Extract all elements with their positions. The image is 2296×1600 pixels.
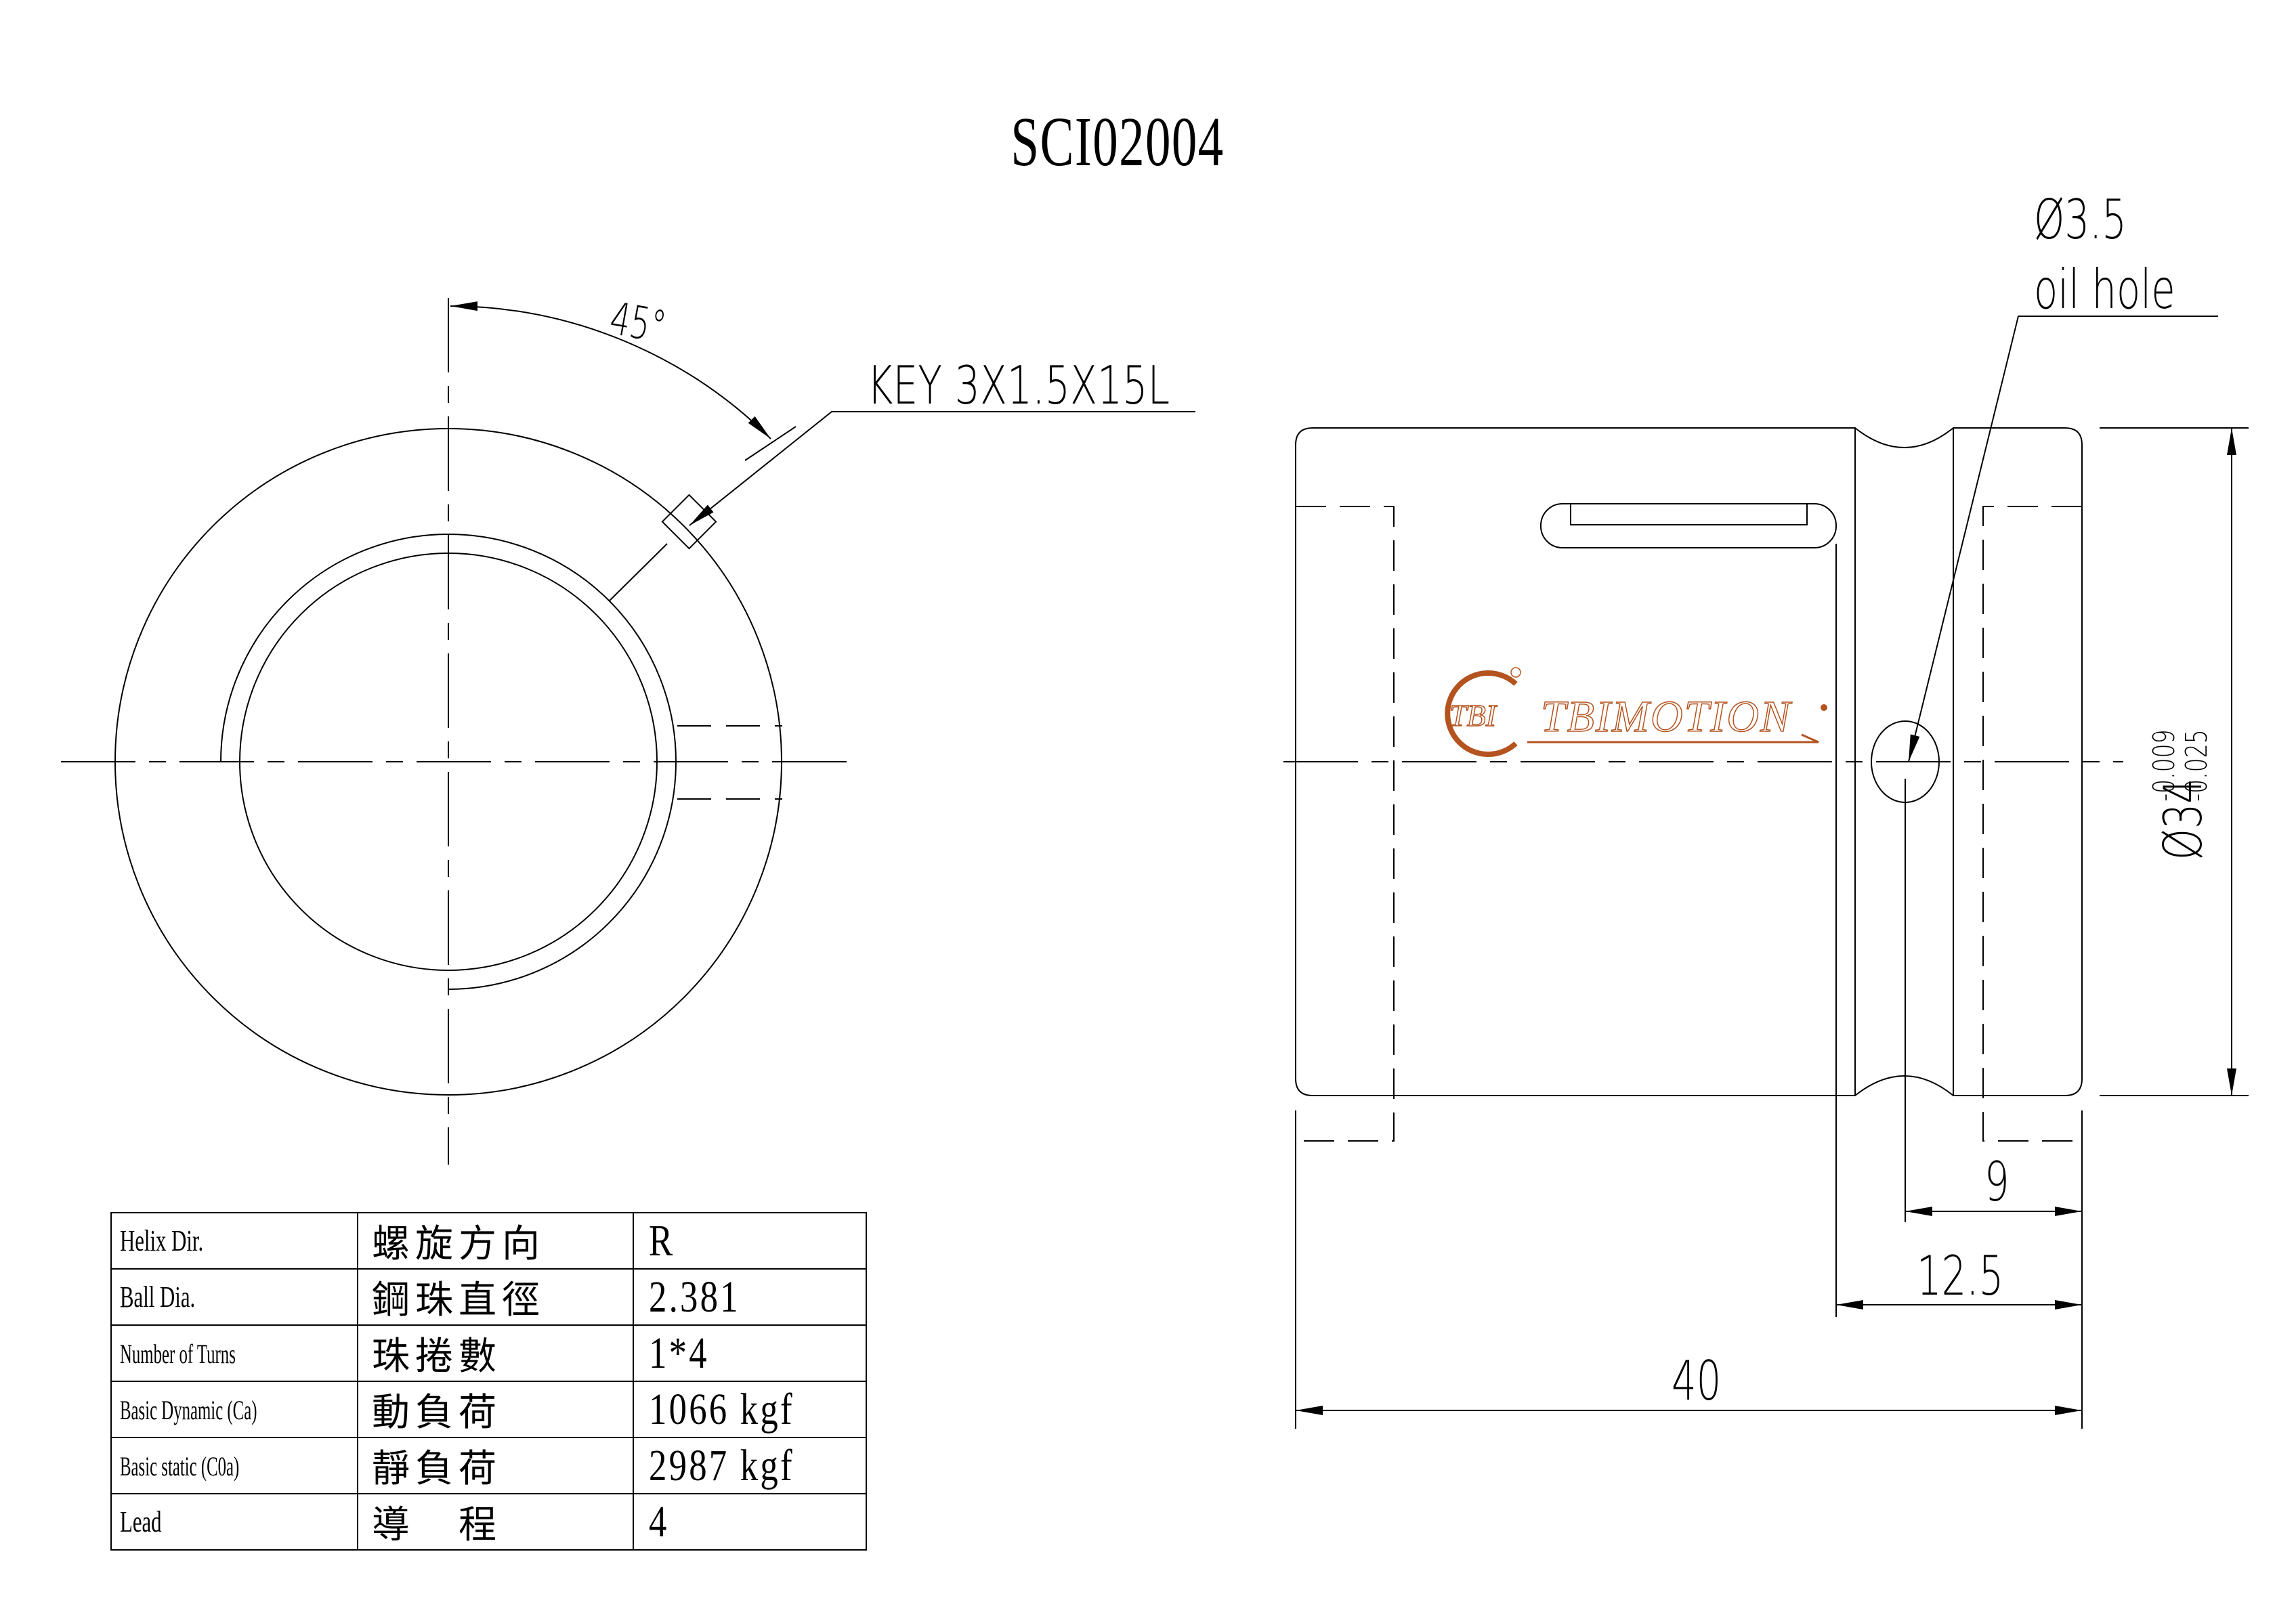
spec-label-en: Lead <box>120 1505 162 1538</box>
table-row: Basic static (C0a) 靜負荷 2987 kgf <box>110 1437 867 1494</box>
angle-label: 45° <box>606 293 670 353</box>
table-row: Ball Dia. 鋼珠直徑 2.381 <box>110 1268 867 1326</box>
key-leader <box>689 411 1195 526</box>
key-label: KEY 3X1.5X15L <box>867 355 1170 417</box>
logo-c-icon <box>1445 670 1518 757</box>
dim-12-5-label: 12.5 <box>1917 1245 2003 1308</box>
spec-label-zh: 靜負荷 <box>357 1437 634 1494</box>
spec-label-en: Basic Dynamic (Ca) <box>120 1395 257 1425</box>
spec-value: R <box>649 1215 675 1266</box>
table-row: Lead 導 程 4 <box>110 1493 867 1551</box>
spec-value: 1*4 <box>649 1328 709 1378</box>
logo-wordmark: TBIMOTION <box>1541 692 1793 741</box>
spec-value: 1066 kgf <box>649 1384 794 1434</box>
spec-label-en: Helix Dir. <box>120 1224 204 1257</box>
end-view <box>61 298 1195 1165</box>
logo-underline-arrow <box>1527 733 1819 743</box>
key-symbol <box>661 494 717 550</box>
left-hidden-recess <box>1296 506 1395 1142</box>
keyway-slot <box>1540 503 1837 548</box>
tolerance-lower: -0.025 <box>2180 729 2214 801</box>
nut-body-outline <box>1295 427 2083 1096</box>
spec-value: 4 <box>649 1496 669 1547</box>
bore-circle <box>239 553 658 971</box>
spec-label-en: Ball Dia. <box>120 1280 196 1314</box>
dim-40-label: 40 <box>1672 1350 1721 1413</box>
table-row: Helix Dir. 螺旋方向 R <box>110 1212 867 1270</box>
spec-value: 2987 kgf <box>649 1440 794 1490</box>
side-view <box>1283 316 2249 1429</box>
spec-table: Helix Dir. 螺旋方向 R Ball Dia. 鋼珠直徑 2.381 N… <box>110 1212 867 1551</box>
spec-value: 2.381 <box>649 1272 740 1322</box>
tbimotion-logo: TBI TBIMOTION <box>1445 667 1827 757</box>
angle-dimension-arc <box>450 301 771 439</box>
spec-label-zh: 導 程 <box>357 1493 634 1551</box>
tolerance-upper: -0.009 <box>2147 729 2182 801</box>
outer-circle <box>114 428 782 1096</box>
spec-label-zh: 鋼珠直徑 <box>357 1268 634 1326</box>
spec-label-zh: 珠捲數 <box>357 1324 634 1382</box>
spec-label-zh: 動負荷 <box>357 1381 634 1438</box>
table-row: Number of Turns 珠捲數 1*4 <box>110 1324 867 1382</box>
logo-badge-text: TBI <box>1449 698 1498 733</box>
dim-9-label: 9 <box>1984 1151 2010 1214</box>
oil-hole-label: oil hole <box>2034 259 2175 322</box>
diameter-label: Ø34 <box>2153 779 2215 860</box>
spec-label-en: Number of Turns <box>120 1339 236 1369</box>
oil-hole-leader <box>1908 316 2218 762</box>
oil-hole-diameter-label: Ø3.5 <box>2034 189 2127 252</box>
registered-icon <box>1510 667 1521 678</box>
thread-arc <box>220 534 677 990</box>
table-row: Basic Dynamic (Ca) 動負荷 1066 kgf <box>110 1381 867 1438</box>
drawing-title: SCI02004 <box>1011 103 1225 181</box>
spec-label-zh: 螺旋方向 <box>357 1212 634 1270</box>
right-hidden-recess <box>1982 506 2082 1142</box>
spec-label-en: Basic static (C0a) <box>120 1451 240 1482</box>
